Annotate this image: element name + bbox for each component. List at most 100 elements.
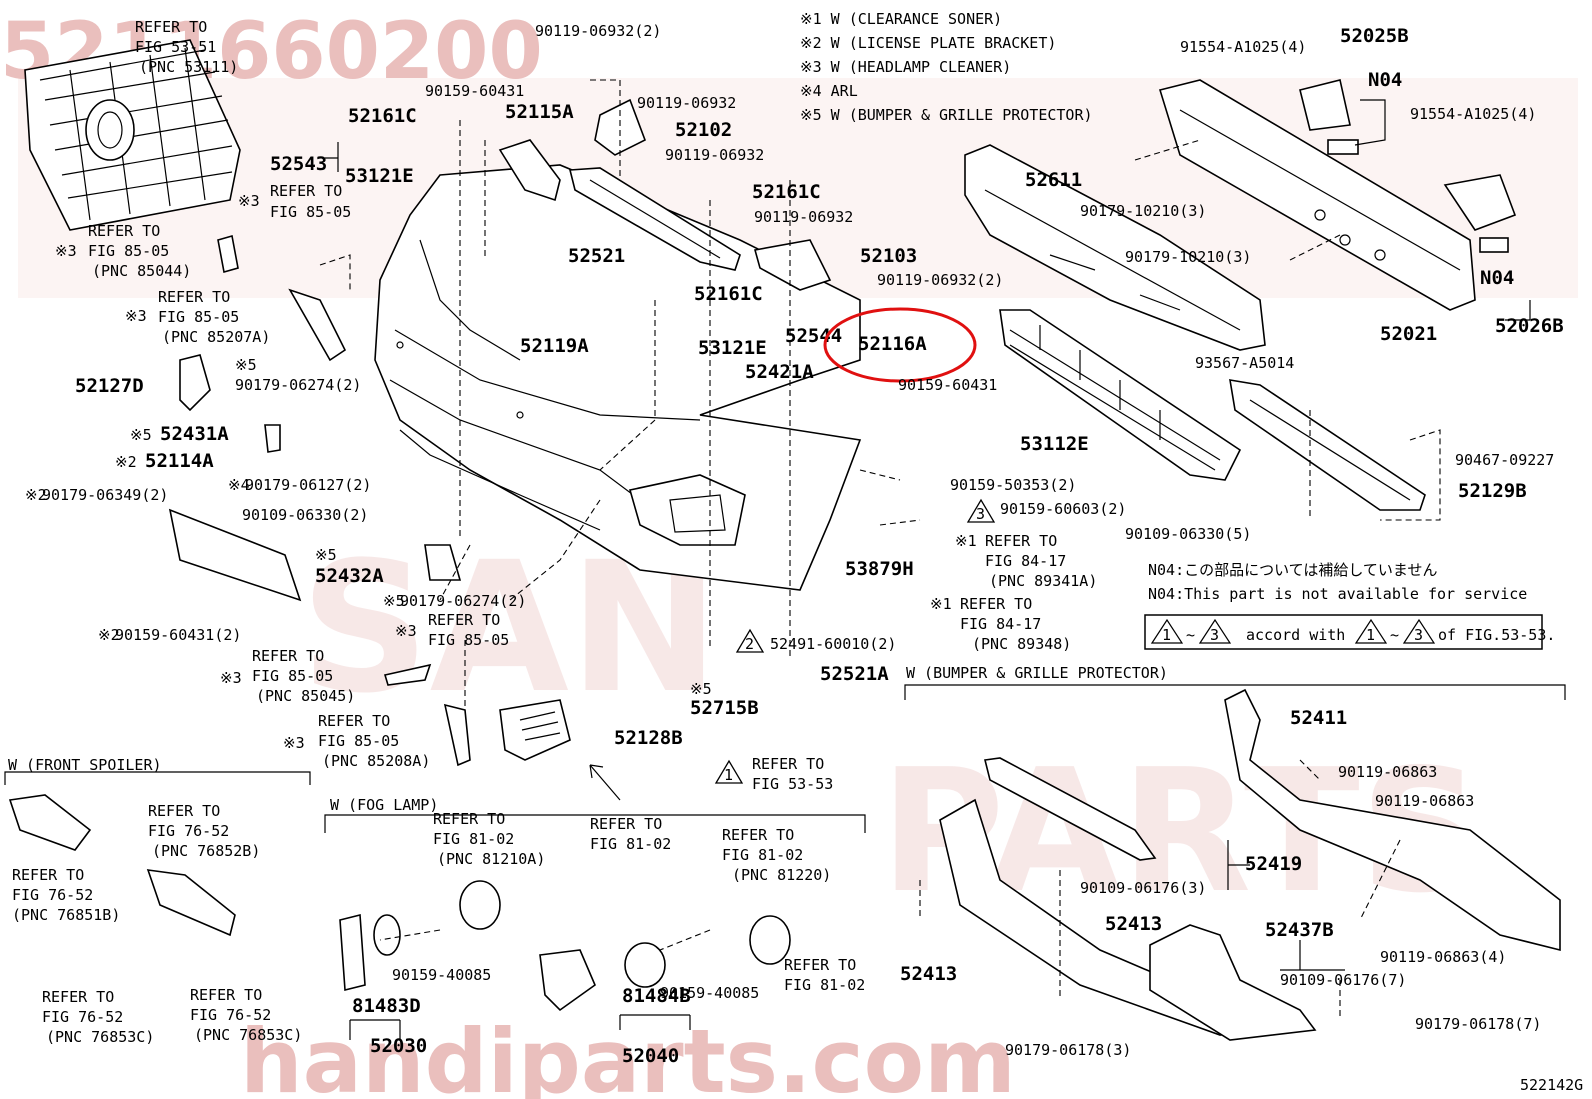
- svg-text:90119-06932(2): 90119-06932(2): [877, 271, 1003, 289]
- part-52025B[interactable]: 52025B: [1340, 25, 1409, 47]
- part-52129B[interactable]: 52129B: [1458, 480, 1527, 502]
- svg-text:90109-06176(3): 90109-06176(3): [1080, 879, 1206, 897]
- svg-text:90119-06932(2): 90119-06932(2): [535, 22, 661, 40]
- brackets-part: [498, 98, 832, 291]
- svg-text:FIG 76-52: FIG 76-52: [42, 1008, 123, 1026]
- part-52030[interactable]: 52030: [370, 1035, 427, 1057]
- part-52437B[interactable]: 52437B: [1265, 919, 1334, 941]
- part-53121E-1[interactable]: 53121E: [345, 165, 414, 187]
- svg-text:91554-A1025(4): 91554-A1025(4): [1410, 105, 1536, 123]
- part-52115A[interactable]: 52115A: [505, 101, 574, 123]
- svg-text:90179-10210(3): 90179-10210(3): [1125, 248, 1251, 266]
- bracket-52025b-part: [1299, 79, 1359, 155]
- svg-text:※5: ※5: [235, 356, 257, 374]
- svg-text:※5: ※5: [130, 426, 152, 444]
- part-52413-1[interactable]: 52413: [1105, 913, 1162, 935]
- svg-text:FIG 85-05: FIG 85-05: [318, 732, 399, 750]
- part-52419[interactable]: 52419: [1245, 853, 1302, 875]
- svg-text:REFER TO: REFER TO: [270, 182, 342, 200]
- part-52544[interactable]: 52544: [785, 325, 842, 347]
- svg-text:3: 3: [976, 505, 985, 523]
- svg-text:90109-06330(5): 90109-06330(5): [1125, 525, 1251, 543]
- legend-note-2: ※2 W (LICENSE PLATE BRACKET): [800, 34, 1056, 52]
- part-53879H[interactable]: 53879H: [845, 558, 914, 580]
- svg-text:※3: ※3: [395, 622, 417, 640]
- part-52161C-3[interactable]: 52161C: [694, 283, 763, 305]
- part-52021[interactable]: 52021: [1380, 323, 1437, 345]
- svg-text:2: 2: [745, 635, 754, 653]
- legend-notes: ※1 W (CLEARANCE SONER) ※2 W (LICENSE PLA…: [800, 10, 1093, 124]
- svg-text:(PNC 89341A): (PNC 89341A): [989, 572, 1097, 590]
- section-title-protector: W (BUMPER & GRILLE PROTECTOR): [906, 664, 1168, 682]
- svg-text:FIG 85-05: FIG 85-05: [270, 203, 351, 221]
- svg-text:(PNC 85208A): (PNC 85208A): [322, 752, 430, 770]
- part-81483D[interactable]: 81483D: [352, 995, 421, 1017]
- part-52421A[interactable]: 52421A: [745, 361, 814, 383]
- svg-text:90119-06932: 90119-06932: [754, 208, 853, 226]
- part-52411[interactable]: 52411: [1290, 707, 1347, 729]
- svg-text:(PNC 53111): (PNC 53111): [139, 58, 238, 76]
- svg-text:※2: ※2: [98, 626, 120, 644]
- svg-text:REFER TO: REFER TO: [158, 288, 230, 306]
- svg-text:90179-06178(7): 90179-06178(7): [1415, 1015, 1541, 1033]
- svg-text:FIG 76-52: FIG 76-52: [148, 822, 229, 840]
- reinforcement-part: [964, 144, 1266, 351]
- svg-text:90119-06863: 90119-06863: [1375, 792, 1474, 810]
- svg-text:※5: ※5: [315, 546, 337, 564]
- svg-text:(PNC 81210A): (PNC 81210A): [437, 850, 545, 868]
- part-52543[interactable]: 52543: [270, 153, 327, 175]
- part-52521[interactable]: 52521: [568, 245, 625, 267]
- part-52161C-2[interactable]: 52161C: [752, 181, 821, 203]
- svg-text:REFER TO: REFER TO: [784, 956, 856, 974]
- part-52521A[interactable]: 52521A: [820, 663, 889, 685]
- svg-text:of FIG.53-53.: of FIG.53-53.: [1438, 626, 1555, 644]
- part-52413-2[interactable]: 52413: [900, 963, 957, 985]
- svg-text:※2: ※2: [25, 486, 47, 504]
- part-52432A[interactable]: 52432A: [315, 565, 384, 587]
- svg-text:90119-06863: 90119-06863: [1338, 763, 1437, 781]
- part-52026B[interactable]: 52026B: [1495, 315, 1564, 337]
- part-52715B[interactable]: 52715B: [690, 697, 759, 719]
- part-81484B[interactable]: 81484B: [622, 985, 691, 1007]
- part-53121E-2[interactable]: 53121E: [698, 337, 767, 359]
- part-52611[interactable]: 52611: [1025, 169, 1082, 191]
- svg-text:(PNC 76851B): (PNC 76851B): [12, 906, 120, 924]
- part-52161C-1[interactable]: 52161C: [348, 105, 417, 127]
- svg-text:FIG 84-17: FIG 84-17: [985, 552, 1066, 570]
- svg-text:REFER TO: REFER TO: [722, 826, 794, 844]
- svg-text:FIG 84-17: FIG 84-17: [960, 615, 1041, 633]
- svg-text:90179-06178(3): 90179-06178(3): [1005, 1041, 1131, 1059]
- svg-text:REFER TO: REFER TO: [148, 802, 220, 820]
- retainer-52129b-part: [1229, 379, 1426, 511]
- svg-text:91554-A1025(4): 91554-A1025(4): [1180, 38, 1306, 56]
- svg-text:1: 1: [1162, 626, 1171, 644]
- svg-text:90159-60431(2): 90159-60431(2): [115, 626, 241, 644]
- svg-text:(PNC 85044): (PNC 85044): [92, 262, 191, 280]
- part-52040[interactable]: 52040: [622, 1045, 679, 1067]
- part-53112E[interactable]: 53112E: [1020, 433, 1089, 455]
- part-52127D[interactable]: 52127D: [75, 375, 144, 397]
- part-52431A[interactable]: 52431A: [160, 423, 229, 445]
- svg-text:3: 3: [1414, 626, 1423, 644]
- front-spoiler-section: [4, 771, 311, 937]
- part-52119A[interactable]: 52119A: [520, 335, 589, 357]
- svg-text:※3: ※3: [283, 734, 305, 752]
- n04-label-2: N04: [1480, 267, 1514, 289]
- small-parts-left: [168, 234, 621, 801]
- part-52103[interactable]: 52103: [860, 245, 917, 267]
- lower-grille-part: [999, 309, 1242, 481]
- part-52102[interactable]: 52102: [675, 119, 732, 141]
- svg-text:90179-06349(2): 90179-06349(2): [42, 486, 168, 504]
- svg-text:90179-10210(3): 90179-10210(3): [1080, 202, 1206, 220]
- part-52114A[interactable]: 52114A: [145, 450, 214, 472]
- watermark-domain: handiparts.com: [240, 1010, 1016, 1099]
- svg-text:FIG 76-52: FIG 76-52: [190, 1006, 271, 1024]
- svg-text:N04:この部品については補給していません: N04:この部品については補給していません: [1148, 561, 1437, 579]
- svg-text:90159-40085: 90159-40085: [392, 966, 491, 984]
- legend-note-4: ※4 ARL: [800, 82, 858, 100]
- svg-text:FIG 85-05: FIG 85-05: [88, 242, 169, 260]
- svg-text:93567-A5014: 93567-A5014: [1195, 354, 1294, 372]
- legend-note-1: ※1 W (CLEARANCE SONER): [800, 10, 1002, 28]
- part-52128B[interactable]: 52128B: [614, 727, 683, 749]
- part-52116A[interactable]: 52116A: [858, 333, 927, 355]
